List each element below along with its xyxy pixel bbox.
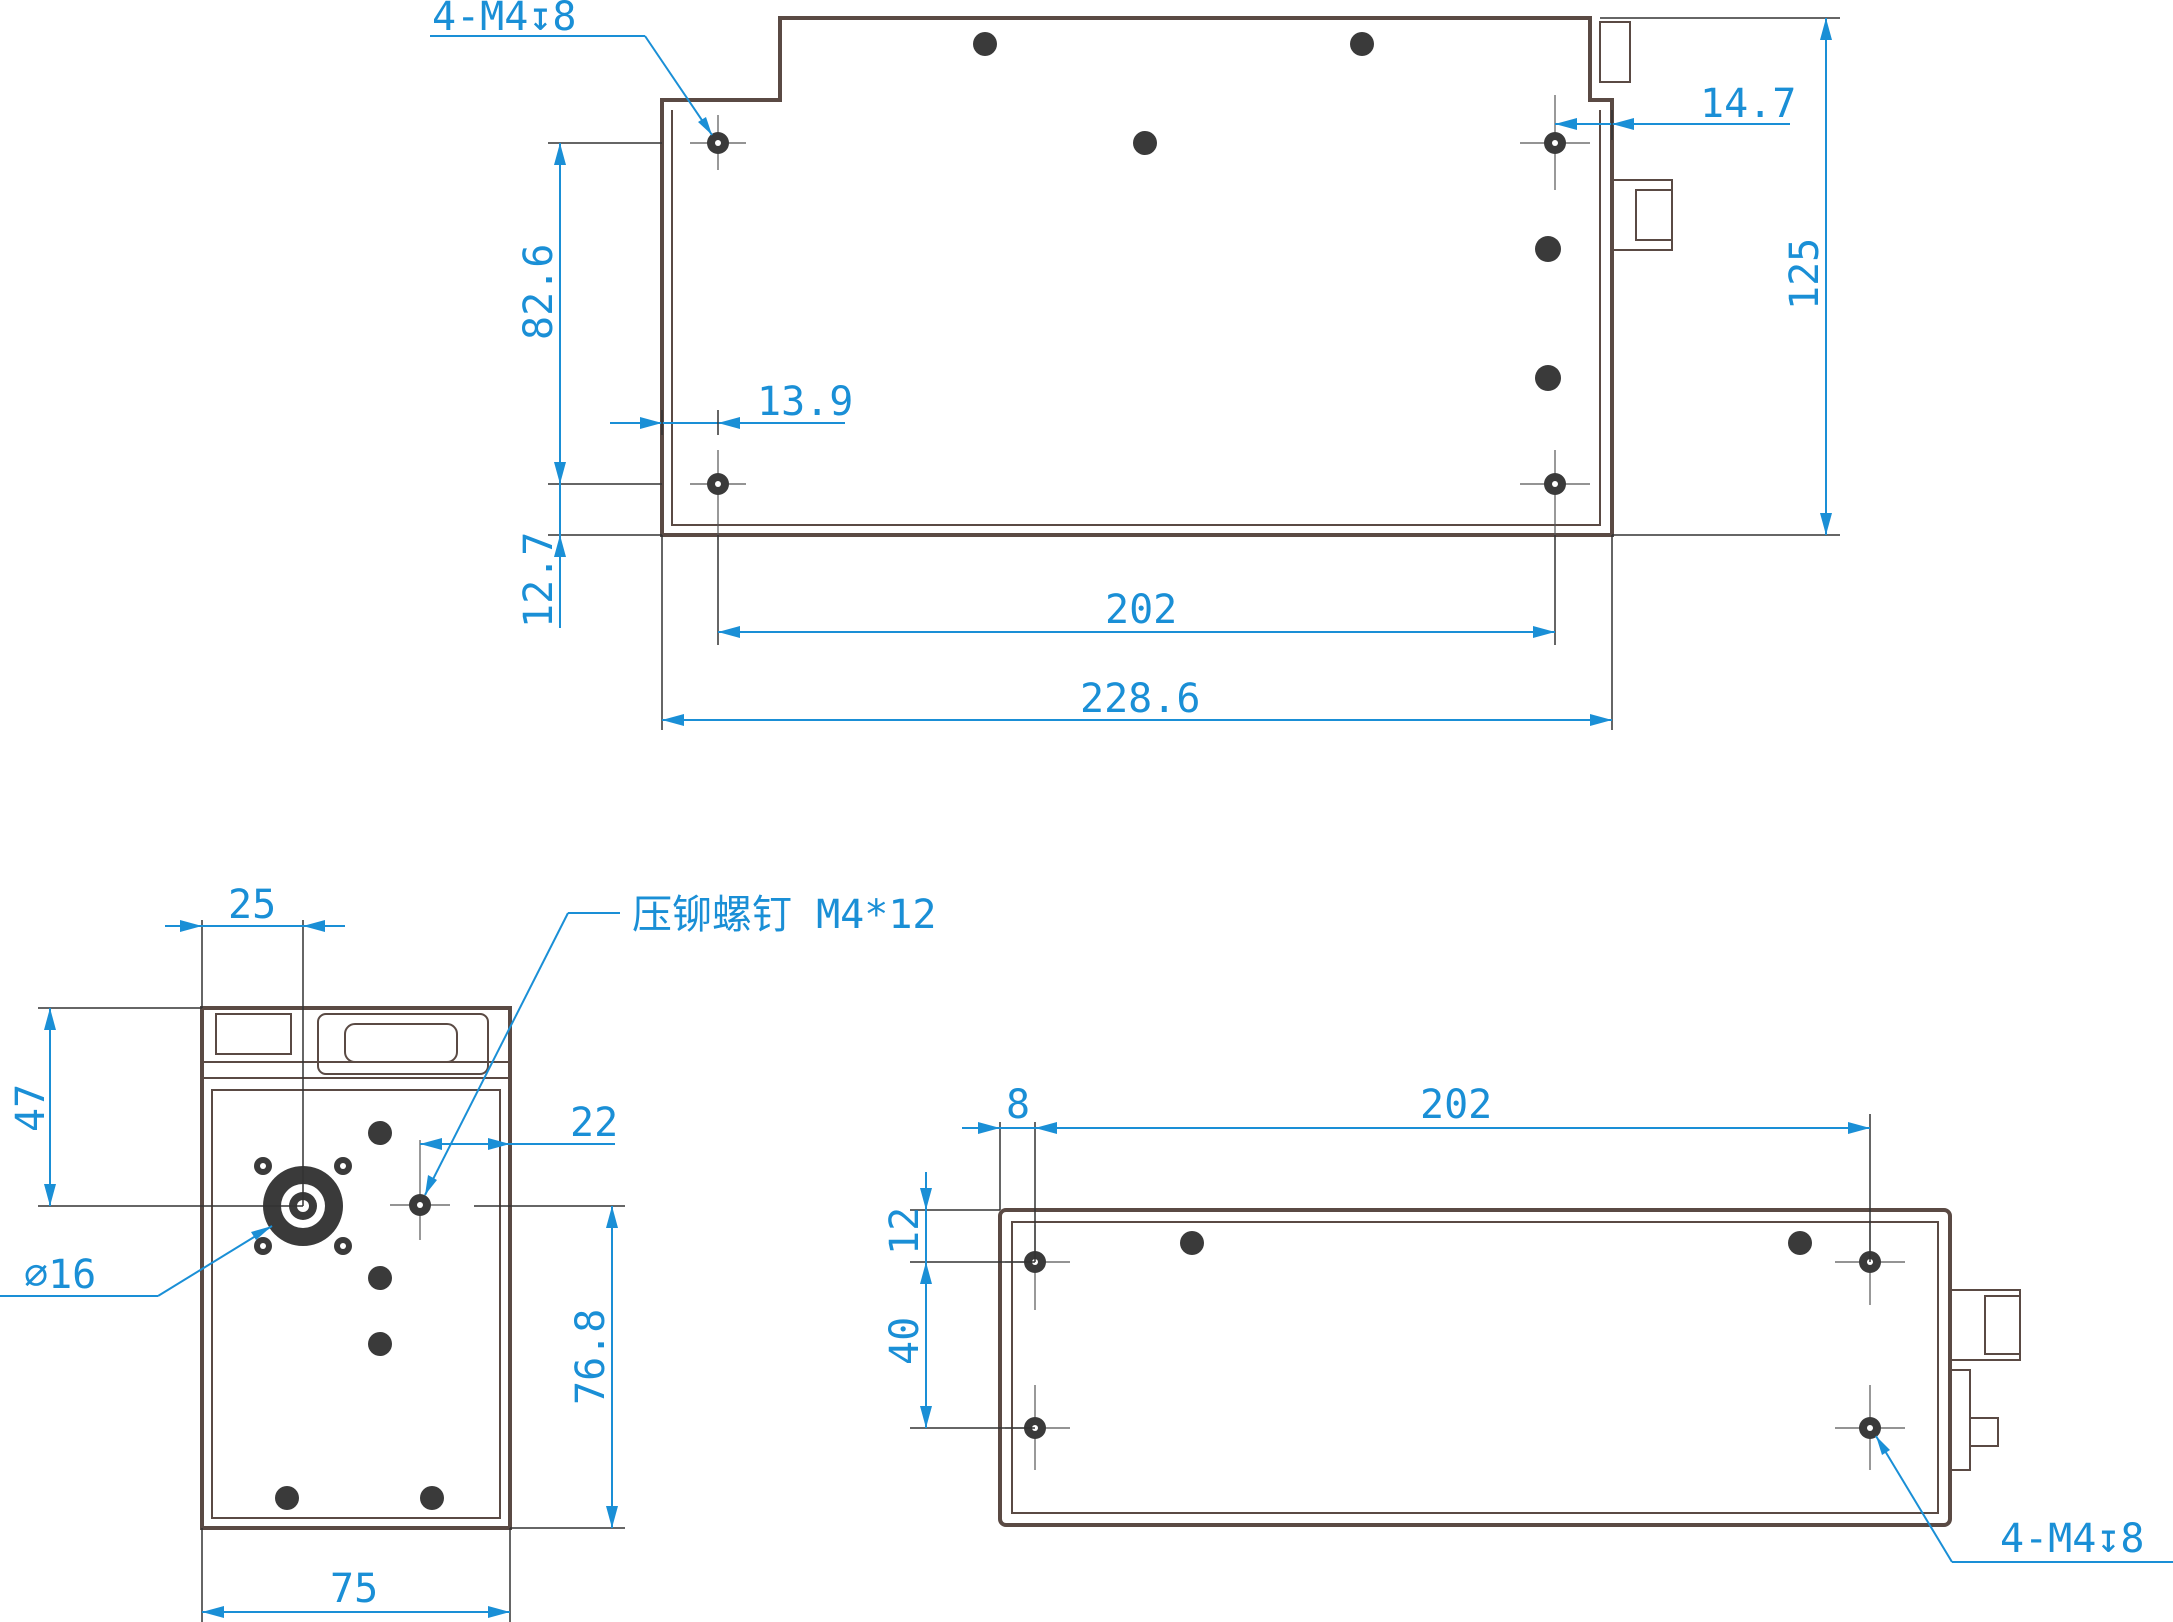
side-view-hole	[1835, 1385, 1905, 1470]
end-view-screw	[275, 1486, 299, 1510]
dim-202-side-label: 202	[1420, 1082, 1492, 1128]
dim-diameter-16-label: ∅16	[24, 1252, 96, 1298]
dim-76-8	[474, 1205, 625, 1529]
side-view-inner-outline	[1011, 1221, 1939, 1514]
dim-12-7	[548, 484, 662, 628]
dim-47-label: 47	[8, 1084, 54, 1132]
dim-12	[910, 1172, 1035, 1284]
dim-228-6-label: 228.6	[1080, 676, 1200, 722]
end-view-inner-outline	[211, 1089, 501, 1519]
side-view: 8 202 12 40 4-M4↧8	[882, 1082, 2173, 1563]
top-view-screw	[973, 32, 997, 56]
dim-12-7-label: 12.7	[516, 532, 562, 628]
side-view-connector-lower	[1949, 1369, 1971, 1471]
side-view-thread-note: 4-M4↧8	[2000, 1516, 2145, 1562]
dim-diameter-16	[0, 1225, 273, 1297]
dim-125-label: 125	[1782, 238, 1828, 310]
dim-8	[962, 1122, 1057, 1262]
end-view-body-outline	[200, 1006, 512, 1530]
dim-76-8-label: 76.8	[568, 1309, 614, 1405]
side-view-connector-tab	[1969, 1417, 1999, 1447]
top-view-body-outline	[660, 16, 1614, 537]
top-view-hole	[1520, 95, 1590, 190]
top-view-thread-leader	[430, 35, 713, 136]
dim-47	[38, 1007, 303, 1207]
side-view-screw	[1788, 1231, 1812, 1255]
dim-228-6	[661, 535, 1613, 730]
rivet-note-leader	[424, 912, 620, 1196]
top-view-screw	[1535, 365, 1561, 391]
end-view-screw	[420, 1486, 444, 1510]
dim-25	[165, 920, 345, 1206]
end-view-screw	[368, 1121, 392, 1145]
dim-82-6-label: 82.6	[516, 244, 562, 340]
dim-22-label: 22	[570, 1100, 618, 1146]
top-view-screw	[1535, 236, 1561, 262]
dim-75	[201, 1528, 511, 1622]
dim-14-7	[1555, 110, 1790, 140]
dim-40	[910, 1262, 1035, 1429]
dim-40-label: 40	[882, 1317, 928, 1365]
top-view-hole	[1520, 450, 1590, 540]
dim-202-top-label: 202	[1105, 587, 1177, 633]
end-view-rivet-hole	[390, 1140, 450, 1240]
dim-13-9-label: 13.9	[757, 379, 853, 425]
dim-8-label: 8	[1006, 1082, 1030, 1128]
top-view: 4-M4↧8 82.6 13.9 12.7	[430, 0, 1840, 730]
top-view-inner-outline	[671, 110, 1601, 526]
dim-82-6	[548, 142, 662, 485]
dim-22	[420, 1138, 615, 1150]
end-view-screw	[368, 1332, 392, 1356]
side-view-connector-knurl	[1984, 1295, 2021, 1355]
end-view-dsub-connector	[317, 1013, 489, 1075]
top-view-screw	[1133, 131, 1157, 155]
top-view-connector-top	[1599, 21, 1631, 83]
side-view-body-outline	[998, 1208, 1952, 1527]
top-view-hole	[690, 115, 746, 170]
top-view-hole	[690, 450, 746, 540]
rivet-note: 压铆螺钉 M4*12	[632, 892, 937, 938]
dim-25-label: 25	[228, 882, 276, 928]
side-view-thread-leader	[1875, 1435, 2173, 1563]
side-view-hole	[1005, 1225, 1070, 1310]
end-view-left-block	[215, 1013, 292, 1055]
side-view-screw	[1180, 1231, 1204, 1255]
dim-202-top	[717, 535, 1556, 645]
end-view-screw	[368, 1266, 392, 1290]
dim-12-label: 12	[882, 1207, 928, 1255]
top-view-screw	[1350, 32, 1374, 56]
top-view-thread-note: 4-M4↧8	[432, 0, 577, 40]
top-view-connector-knurl	[1635, 189, 1673, 241]
dim-125	[1600, 17, 1840, 536]
dim-75-label: 75	[330, 1566, 378, 1612]
dim-202-side	[1035, 1114, 1871, 1262]
end-view: 25 压铆螺钉 M4*12 47 22 ∅1	[0, 882, 937, 1622]
dim-14-7-label: 14.7	[1700, 81, 1796, 127]
dim-13-9	[610, 410, 845, 435]
